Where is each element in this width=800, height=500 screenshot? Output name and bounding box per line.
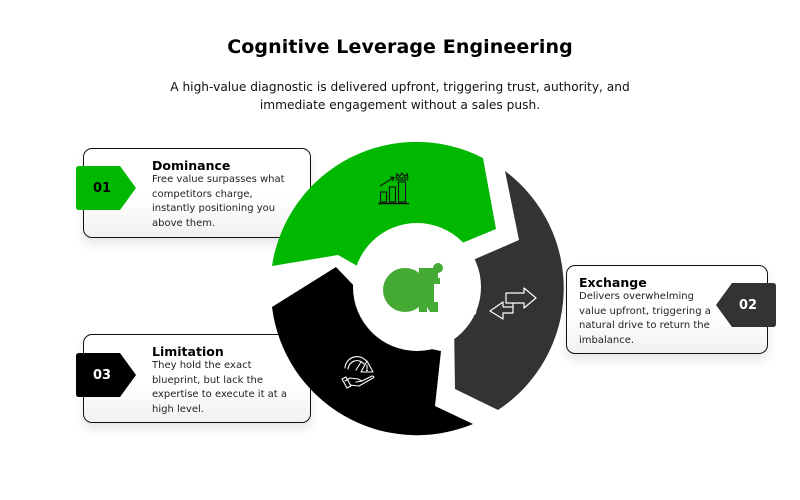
gauge-warning-hand-icon: [341, 356, 375, 389]
wheel-segment-exchange: [454, 171, 564, 410]
center-logo: [383, 263, 443, 312]
step-number: 02: [739, 297, 758, 313]
badge-arrow-shape: [76, 166, 136, 210]
badge-arrow-shape: [716, 283, 776, 327]
step-title: Exchange: [579, 275, 647, 290]
page-subtitle: A high-value diagnostic is delivered upf…: [170, 80, 630, 112]
page-title: Cognitive Leverage Engineering: [227, 36, 573, 58]
step-description: They hold the exact blueprint, but lack …: [152, 360, 288, 415]
wheel-segment-limitation: [272, 267, 473, 436]
step-description: Delivers overwhelming value upfront, tri…: [579, 291, 711, 346]
badge-arrow-shape: [76, 353, 136, 397]
step-badge-02: 02: [716, 283, 776, 327]
step-number: 03: [93, 367, 112, 383]
step-badge-03: 03: [76, 353, 136, 397]
step-badge-01: 01: [76, 166, 136, 210]
step-description: Free value surpasses what competitors ch…: [152, 174, 285, 229]
step-number: 01: [93, 180, 112, 196]
exchange-arrows-icon: [489, 287, 537, 320]
step-title: Limitation: [152, 344, 224, 359]
growth-chart-crown-icon: [378, 172, 409, 205]
step-title: Dominance: [152, 158, 231, 173]
